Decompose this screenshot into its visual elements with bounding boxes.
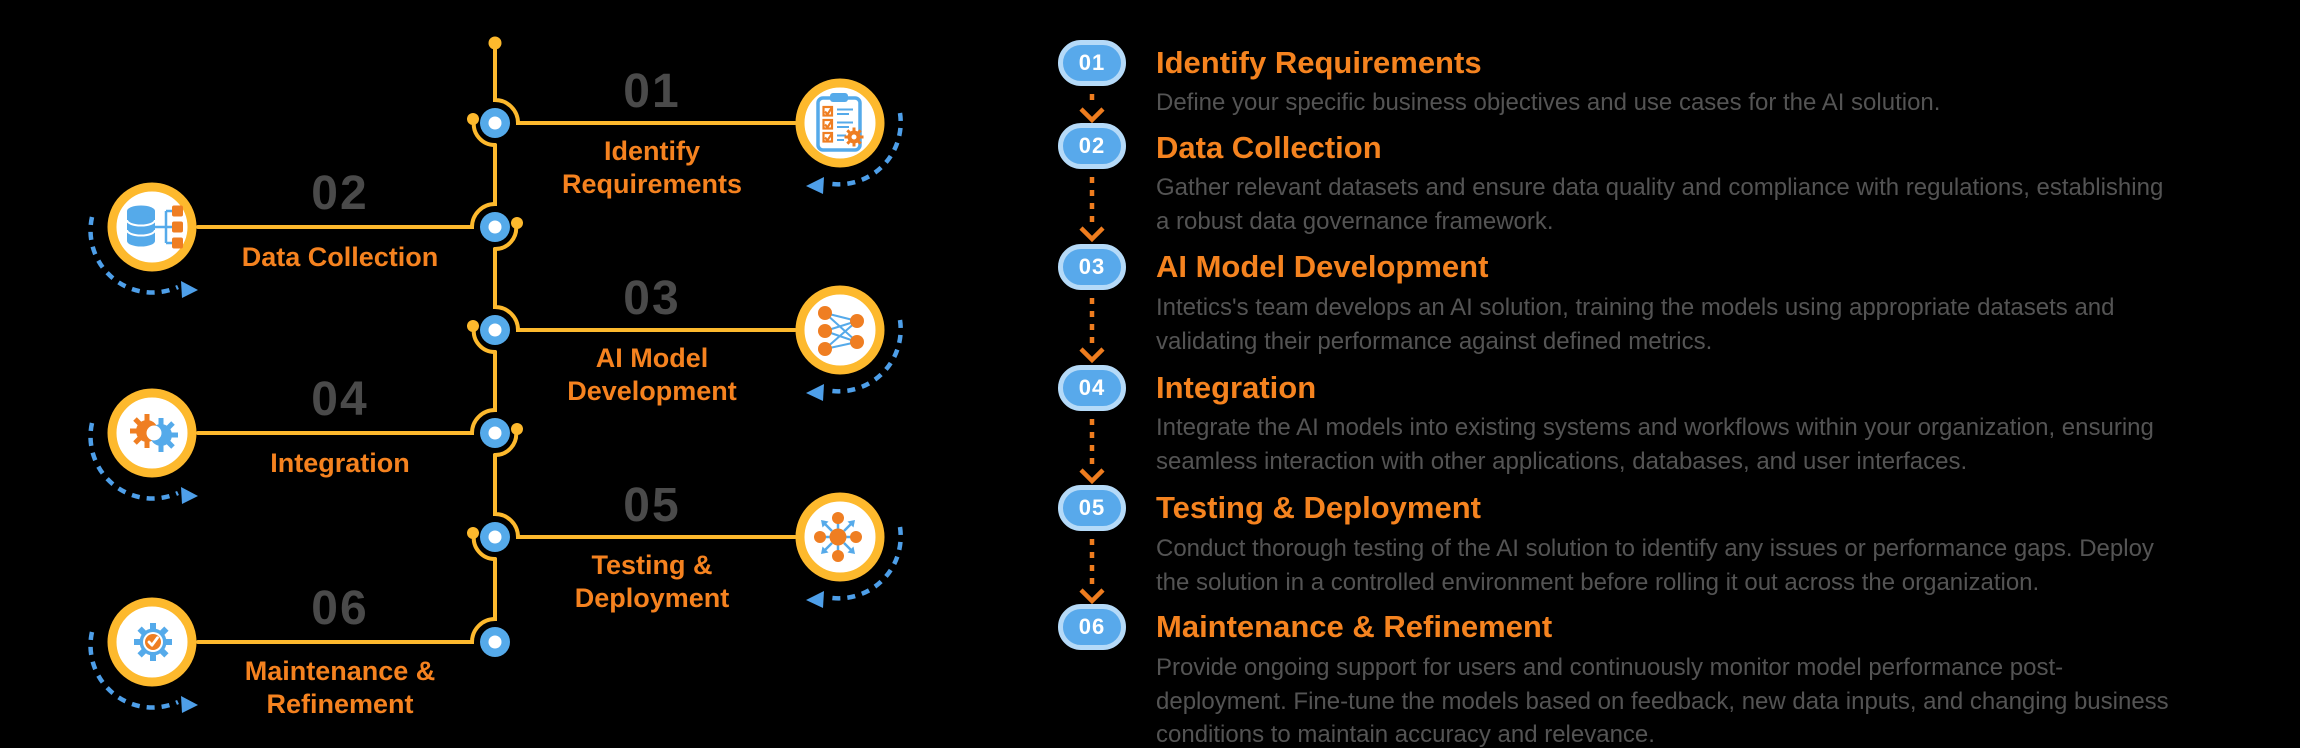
badge-number: 02 — [1078, 133, 1106, 158]
panel-step-description: Define your specific business objectives… — [1156, 89, 1941, 116]
diagram-step-number: 01 — [623, 65, 681, 118]
hub-arrows-icon — [814, 512, 862, 562]
panel-step-description: Integrate the AI models into existing sy… — [1156, 414, 2154, 475]
gears-icon — [130, 414, 178, 452]
arc-arrowhead-icon — [181, 487, 198, 504]
panel-step-description: Conduct thorough testing of the AI solut… — [1156, 535, 2154, 596]
diagram-step-label: Testing & Deployment — [574, 550, 730, 613]
panel-step-badge: 01 — [1058, 40, 1126, 86]
diagram-step-number: 03 — [623, 272, 681, 325]
arc-arrowhead-icon — [806, 591, 824, 608]
node-02 — [480, 212, 510, 242]
badge-number: 04 — [1078, 375, 1106, 400]
arc-arrowhead-icon — [181, 696, 198, 713]
clipboard-checklist-icon — [816, 93, 864, 152]
node-01 — [480, 108, 510, 138]
node-05 — [480, 522, 510, 552]
panel-step-title: Maintenance & Refinement — [1156, 609, 1553, 644]
arc-arrowhead-icon — [181, 281, 198, 298]
arc-arrowhead-icon — [806, 384, 824, 401]
neural-network-icon — [818, 306, 864, 356]
panel-step-title: Identify Requirements — [1156, 45, 1482, 80]
node-03 — [480, 315, 510, 345]
arc-arrowhead-icon — [806, 177, 824, 194]
badge-number: 03 — [1078, 254, 1106, 279]
badge-number: 05 — [1078, 495, 1106, 520]
panel-step-title: Data Collection — [1156, 130, 1382, 165]
node-06 — [480, 627, 510, 657]
diagram-step-label: Maintenance & Refinement — [244, 656, 436, 719]
badge-number: 06 — [1078, 614, 1106, 639]
dashed-arcs — [88, 112, 903, 713]
panel-connectors — [1079, 94, 1105, 605]
panel-step-badge: 03 — [1058, 244, 1126, 290]
diagram-step-number: 04 — [311, 373, 369, 426]
panel-step-badge: 04 — [1058, 365, 1126, 411]
panel-step-badge: 05 — [1058, 485, 1126, 531]
panel-step-description: Gather relevant datasets and ensure data… — [1156, 174, 2164, 235]
diagram-step-label: Data Collection — [241, 242, 439, 272]
timeline-nodes — [480, 108, 510, 657]
panel-step-title: AI Model Development — [1156, 249, 1489, 284]
node-04 — [480, 418, 510, 448]
timeline-dots — [467, 36, 523, 539]
diagram-step-number: 02 — [311, 167, 369, 220]
panel-step-description: Provide ongoing support for users and co… — [1156, 654, 2169, 748]
panel-step-badge: 02 — [1058, 123, 1126, 169]
panel-step-title: Testing & Deployment — [1156, 490, 1481, 525]
badge-number: 01 — [1078, 50, 1106, 75]
panel-step-badge: 06 — [1058, 604, 1126, 650]
panel-step-title: Integration — [1156, 370, 1317, 405]
diagram-step-label: Identify Requirements — [561, 136, 743, 199]
gear-check-icon — [134, 623, 172, 661]
database-icon — [126, 205, 183, 249]
diagram-step-number: 05 — [623, 479, 681, 532]
diagram-step-label: AI Model Development — [567, 343, 737, 406]
diagram-step-number: 06 — [311, 582, 369, 635]
diagram-step-label: Integration — [270, 448, 410, 478]
connector-arrowhead-icon — [1079, 107, 1105, 605]
panel-step-description: Intetics's team develops an AI solution,… — [1156, 294, 2115, 355]
